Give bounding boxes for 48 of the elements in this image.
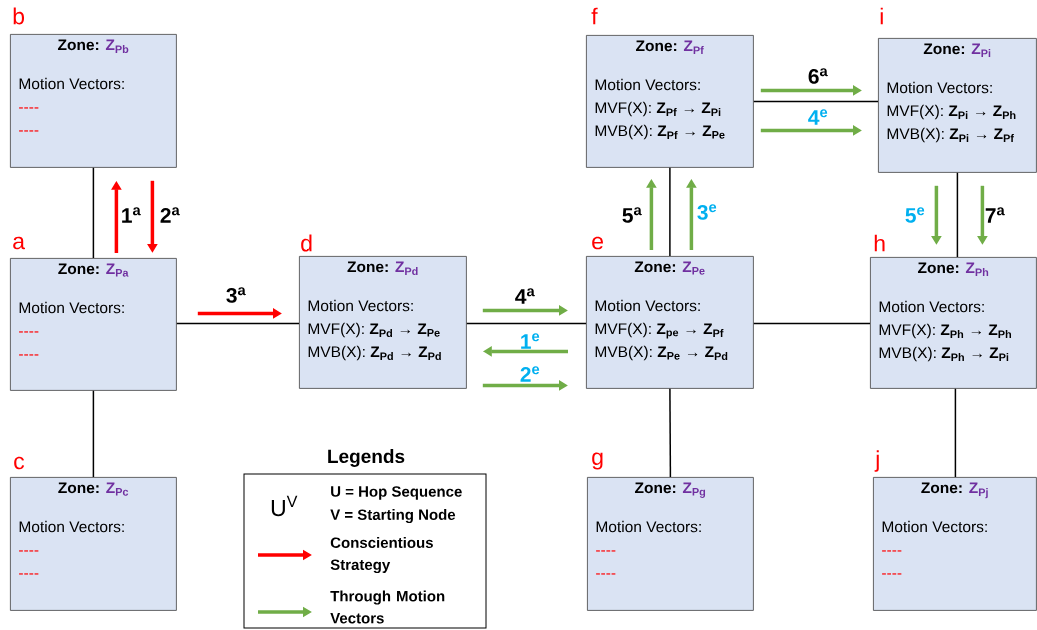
zone-box: Zone: Z$_{Pi}$ Motion Vectors: MVF(X): Z$_{Pi}$ → Z$_{Ph}$ MVB(X): Z$_{Pi}$ → Z$_{Pf}$	[878, 38, 1037, 173]
edge-label: 3$^{a}$	[226, 287, 246, 303]
legend-text: Conscientious Strategy	[330, 537, 433, 574]
edge-label: 4$^{a}$	[515, 288, 535, 304]
zone-letter: g	[592, 452, 603, 470]
edge-label: 2$^{e}$	[520, 366, 540, 382]
connector-line	[753, 322, 871, 325]
legend-symbol: U$^{V}$	[271, 495, 298, 517]
zone-letter: c	[14, 456, 25, 470]
connector-line	[954, 388, 957, 478]
edge-label: 3$^{e}$	[697, 204, 717, 220]
zone-letter: h	[874, 234, 885, 252]
connector-line	[466, 322, 587, 325]
connector-line	[753, 100, 879, 103]
edge-label: 1$^{e}$	[521, 333, 540, 349]
connector-line	[92, 167, 95, 259]
zone-letter: i	[880, 7, 883, 25]
edge-label: 4$^{e}$	[808, 109, 828, 125]
zone-letter: d	[301, 234, 312, 252]
legend-text: U = Hop Sequence	[331, 486, 462, 500]
connector-line	[669, 167, 671, 257]
zone-box: Zone: Z$_{Pd}$ Motion Vectors: MVF(X): Z$_{Pd}$ → Z$_{Pe}$ MVB(X): Z$_{Pd}$ → Z$_{Pd}$	[299, 256, 467, 389]
zone-letter: e	[592, 236, 603, 250]
connector-line	[92, 390, 95, 478]
edge-label: 5$^{a}$	[622, 207, 642, 223]
edge-label: 6$^{a}$	[808, 68, 828, 84]
zone-box: Zone: Z$_{Pe}$ Motion Vectors: MVF(X): Z$_{pe}$ → Z$_{Pf}$ MVB(X): Z$_{Pe}$ → Z$_{Pd}$	[586, 256, 754, 389]
edge-label: 5$^{e}$	[905, 207, 925, 223]
edge-label: 7$^{a}$	[985, 207, 1005, 223]
zone-box: Zone: Z$_{Pc}$ Motion Vectors: ---- ----	[10, 477, 177, 611]
zone-letter: b	[13, 7, 25, 25]
zone-box: Zone: Z$_{Pg}$ Motion Vectors: ---- ----	[587, 477, 754, 611]
zone-box: Zone: Z$_{Pf}$ Motion Vectors: MVF(X): Z$_{Pf}$ → Z$_{Pi}$ MVB(X): Z$_{Pf}$ → Z$_{Pe}$	[586, 35, 754, 168]
zone-box: Zone: Z$_{Pj}$ Motion Vectors: ---- ----	[873, 477, 1037, 611]
legend-title: Legends	[328, 449, 405, 467]
zone-box: Zone: Z$_{Pa}$ Motion Vectors: ---- ----	[10, 258, 177, 391]
zone-letter: j	[874, 450, 879, 472]
legend-text: Through Motion Vectors	[330, 590, 445, 624]
connector-line	[176, 322, 300, 325]
connector-line	[669, 388, 672, 478]
edge-label: 2$^{a}$	[160, 207, 180, 223]
edge-label: 1$^{a}$	[122, 207, 141, 223]
zone-box: Zone: Z$_{Ph}$ Motion Vectors: MVF(X): Z$_{Ph}$ → Z$_{Ph}$ MVB(X): Z$_{Ph}$ → Z$_{Pi}$	[870, 257, 1037, 389]
zone-box: Zone: Z$_{Pb}$ Motion Vectors: ---- ----	[10, 34, 177, 168]
zone-letter: a	[13, 236, 25, 250]
zone-letter: f	[591, 7, 598, 25]
legend-text: V = Starting Node	[330, 509, 456, 524]
connector-line	[956, 172, 959, 258]
